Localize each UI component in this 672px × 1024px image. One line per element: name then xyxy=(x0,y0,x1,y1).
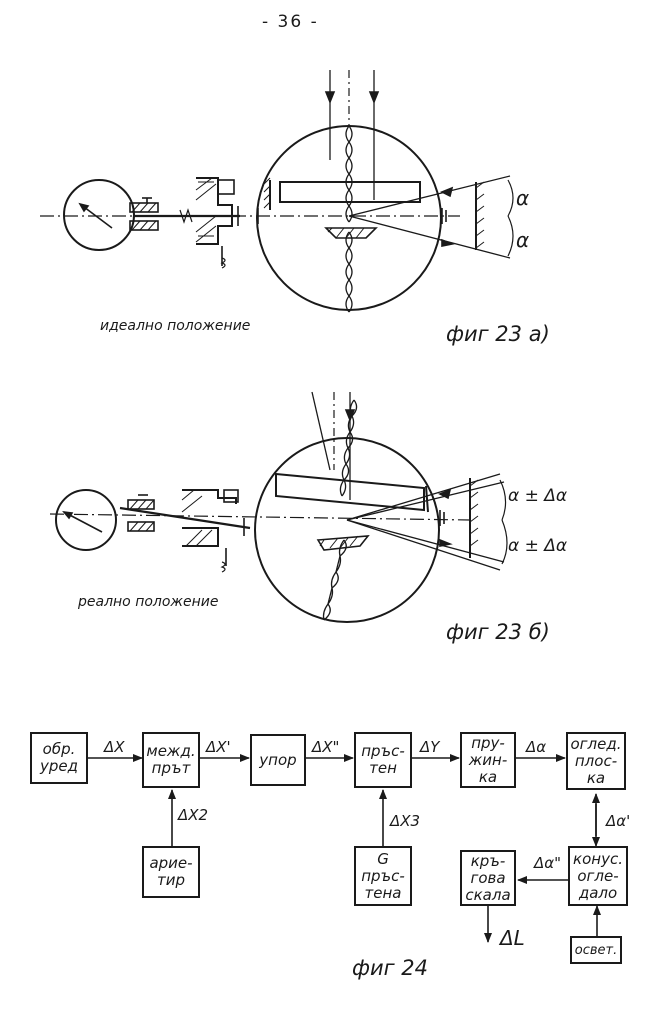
block-ogled-ploska: оглед.плос-ка xyxy=(566,732,626,790)
signal-dx2: ΔX" xyxy=(312,738,340,756)
dial-indicator-b xyxy=(55,489,117,551)
block-pruzhinka: пру-жин-ка xyxy=(460,732,516,788)
block-konus-ogledalo: конус.огле-дало xyxy=(568,846,628,906)
fig23b-angle-bottom: α ± Δα xyxy=(508,536,568,556)
signal-dy: ΔY xyxy=(420,738,440,756)
block-osvet: освет. xyxy=(570,936,622,964)
signal-dx: ΔX xyxy=(104,738,125,756)
signal-dx1: ΔX' xyxy=(206,738,231,756)
fig23a-angle-top: α xyxy=(516,186,530,210)
block-arietir: ариe-тир xyxy=(142,846,200,898)
block-upor: упор xyxy=(250,734,306,786)
fig23a-drawing xyxy=(40,70,514,313)
fig23b-drawing xyxy=(49,391,508,623)
signal-da1: Δα' xyxy=(606,812,631,830)
fig23b-caption: фиг 23 б) xyxy=(446,620,550,644)
block-prasten: пръс-тен xyxy=(354,732,412,788)
block-obr-ured: обр.уред xyxy=(30,732,88,784)
fig23a-position-label: идеално положение xyxy=(100,318,251,334)
fig24-caption: фиг 24 xyxy=(352,956,429,980)
fig23b-angle-top: α ± Δα xyxy=(508,486,568,506)
signal-dx-2: ΔX2 xyxy=(178,806,209,824)
signal-da: Δα xyxy=(526,738,547,756)
fig23b-position-label: реално положение xyxy=(78,594,219,610)
signal-da2: Δα" xyxy=(534,854,562,872)
block-mezhd-prat: межд.прът xyxy=(142,732,200,788)
page-number: - 36 - xyxy=(262,12,319,32)
fig23a-angle-bottom: α xyxy=(516,228,530,252)
signal-dl: ΔL xyxy=(500,926,525,950)
signal-dx-3: ΔX3 xyxy=(390,812,421,830)
fig23a-caption: фиг 23 а) xyxy=(446,322,550,346)
